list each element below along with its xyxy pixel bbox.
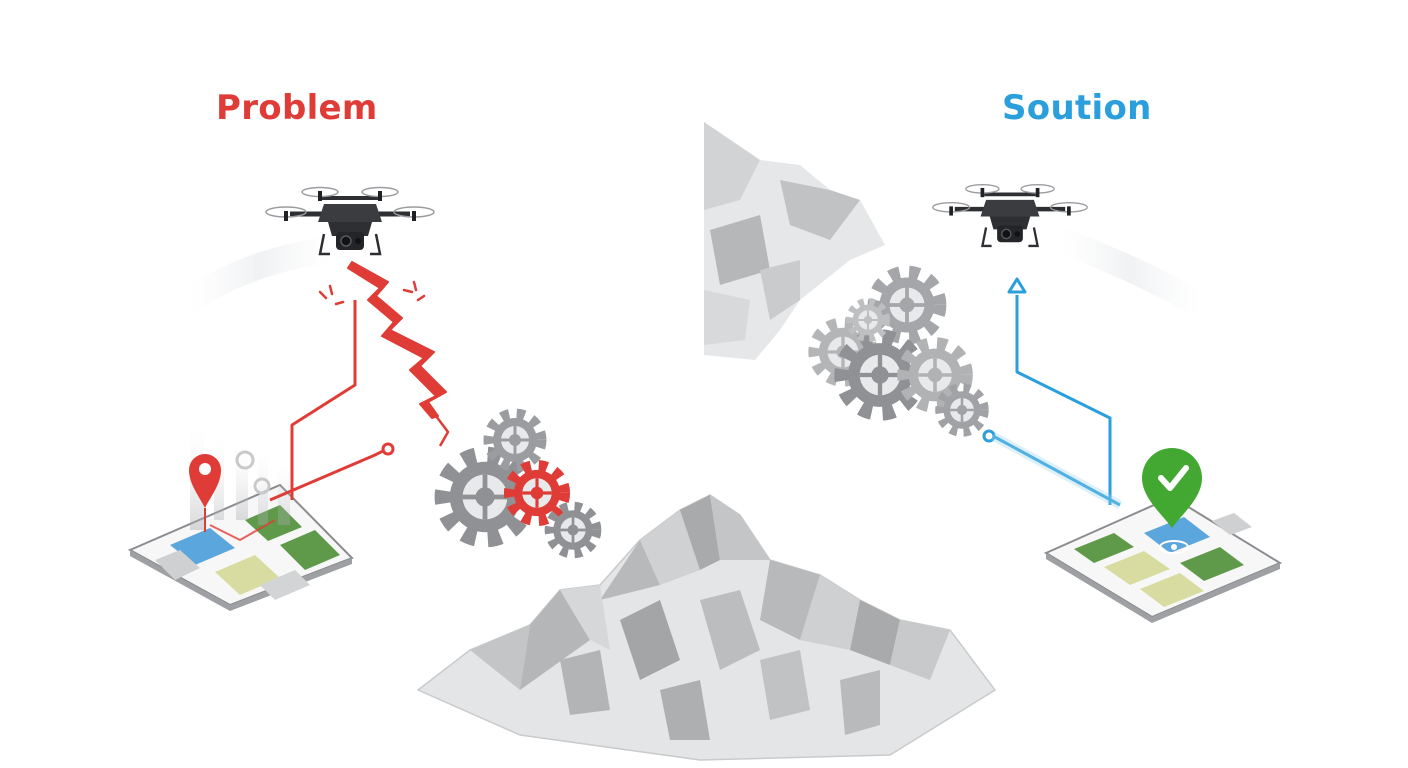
map-icon <box>1043 495 1283 623</box>
problem-panel <box>127 188 596 611</box>
upper-terrain <box>704 122 885 360</box>
location-pin-icon <box>189 454 221 532</box>
solution-panel <box>814 185 1283 623</box>
lightning-signal-icon <box>318 261 450 447</box>
signal-lines <box>209 300 395 541</box>
mist-trails <box>177 227 1213 318</box>
gears-icon <box>814 273 984 433</box>
map-icon <box>127 483 354 611</box>
up-arrow-signal-icon <box>982 277 1123 509</box>
problem-title: Problem <box>216 88 378 128</box>
solution-title: Soution <box>1002 88 1152 128</box>
mountain-terrain-icon <box>416 494 997 761</box>
check-pin-icon <box>1142 448 1202 528</box>
gears-icon <box>443 414 596 553</box>
